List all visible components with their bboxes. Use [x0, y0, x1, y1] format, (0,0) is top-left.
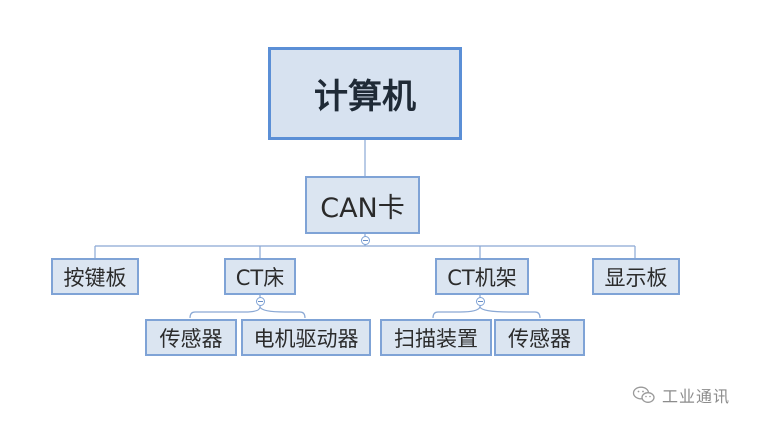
wechat-icon	[632, 386, 655, 403]
connector-bed-motor	[259, 306, 306, 319]
collapse-toggle-can[interactable]	[361, 236, 370, 245]
watermark: 工业通讯	[632, 384, 730, 406]
collapse-toggle-ct-bed[interactable]	[256, 297, 265, 306]
node-ct-bed[interactable]: CT床	[224, 258, 296, 295]
node-ct-gantry[interactable]: CT机架	[435, 258, 529, 295]
connector-bed-sensor	[189, 295, 261, 319]
node-display-board[interactable]: 显示板	[592, 258, 680, 295]
connector-gantry-scan	[432, 295, 481, 319]
node-motor-driver[interactable]: 电机驱动器	[241, 319, 371, 356]
collapse-toggle-ct-gantry[interactable]	[476, 297, 485, 306]
node-bed-sensor[interactable]: 传感器	[145, 319, 237, 356]
node-scanning-unit[interactable]: 扫描装置	[380, 319, 492, 356]
connector-gantry-sensor	[479, 306, 541, 319]
node-keyboard-board[interactable]: 按键板	[51, 258, 139, 295]
node-can-card[interactable]: CAN卡	[305, 176, 420, 234]
node-gantry-sensor[interactable]: 传感器	[494, 319, 585, 356]
watermark-text: 工业通讯	[662, 387, 731, 406]
root-node-computer[interactable]: 计算机	[268, 47, 462, 140]
